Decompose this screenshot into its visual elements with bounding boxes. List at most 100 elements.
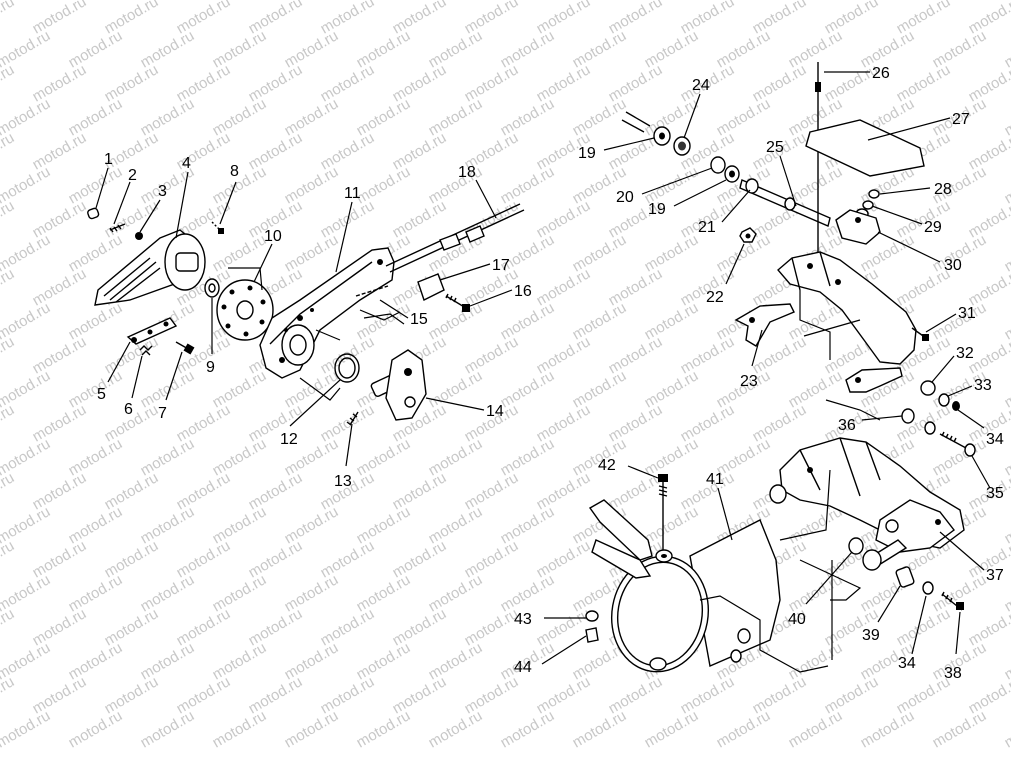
callout-42: 42: [598, 457, 659, 479]
watermark-text: motod.ru: [282, 707, 342, 751]
part-7-screw: [175, 341, 195, 355]
callout-36: 36: [838, 415, 903, 434]
part-4-lever: [94, 229, 206, 306]
part-13-pin: [346, 411, 359, 426]
svg-text:23: 23: [740, 373, 758, 390]
svg-text:28: 28: [934, 181, 952, 198]
svg-text:30: 30: [944, 257, 962, 274]
svg-text:43: 43: [514, 611, 532, 628]
watermark-text: motod.ru: [0, 537, 17, 581]
callout-22: 22: [706, 243, 745, 306]
part-35-screw: [939, 431, 976, 457]
svg-text:27: 27: [952, 111, 970, 128]
watermark-text: motod.ru: [0, 469, 17, 513]
right-lower-assembly: [585, 437, 965, 673]
part-40-link: [848, 537, 908, 571]
left-assembly: [87, 203, 525, 426]
part-18-cable: [385, 203, 525, 273]
part-43-washer: [585, 610, 599, 622]
svg-text:19: 19: [648, 201, 666, 218]
callout-30: 30: [877, 231, 962, 274]
callouts: 1 2 3 4 5 6 7 8 9 10 11 12 13 14 15 16 1…: [95, 65, 1004, 682]
part-1-cap: [87, 207, 100, 220]
callout-6: 6: [124, 355, 143, 418]
callout-27: 27: [867, 111, 970, 141]
part-26-rod: [815, 62, 821, 280]
part-25-shaft: [739, 178, 831, 227]
part-33-washer: [938, 393, 960, 411]
callout-17: 17: [439, 257, 510, 281]
part-19-bearing-upper: [621, 111, 671, 146]
part-31-screw: [911, 327, 929, 341]
watermark-text: motod.ru: [138, 707, 198, 751]
watermark-text: motod.ru: [0, 197, 17, 241]
part-24-seal: [673, 136, 691, 156]
svg-text:24: 24: [692, 77, 710, 94]
callout-12: 12: [280, 379, 341, 448]
callout-37: 37: [939, 531, 1004, 584]
watermark-text: motod.ru: [1002, 707, 1011, 751]
part-23-lever: [734, 303, 795, 347]
svg-text:6: 6: [124, 401, 133, 418]
part-36-bushing: [901, 408, 915, 424]
part-5-latch: [126, 317, 178, 345]
callout-44: 44: [514, 635, 587, 676]
watermark-text: motod.ru: [210, 707, 270, 751]
callout-31: 31: [925, 305, 976, 333]
callout-8: 8: [219, 163, 239, 225]
watermark-text: motod.ru: [0, 605, 17, 649]
svg-text:29: 29: [924, 219, 942, 236]
callout-2: 2: [113, 167, 137, 225]
callout-7: 7: [158, 351, 183, 422]
svg-text:10: 10: [264, 228, 282, 245]
callout-39: 39: [862, 585, 901, 644]
watermark-text: motod.ru: [0, 401, 17, 445]
part-34-washer-upper: [924, 421, 936, 435]
callout-28: 28: [879, 181, 952, 198]
watermark-text: motod.ru: [966, 673, 1011, 717]
svg-text:31: 31: [958, 305, 976, 322]
svg-text:32: 32: [956, 345, 974, 362]
watermark-text: motod.ru: [426, 707, 486, 751]
callout-29: 29: [871, 205, 942, 236]
callout-16: 16: [469, 283, 532, 307]
watermark-text: motod.ru: [786, 707, 846, 751]
svg-text:34: 34: [898, 655, 916, 672]
callout-35: 35: [971, 455, 1004, 502]
svg-text:42: 42: [598, 457, 616, 474]
watermark-text: motod.ru: [930, 707, 990, 751]
watermark-text: motod.ru: [498, 707, 558, 751]
part-6-spring: [139, 345, 153, 356]
part-37-lever: [875, 499, 955, 553]
svg-text:22: 22: [706, 289, 724, 306]
svg-text:26: 26: [872, 65, 890, 82]
callout-14: 14: [425, 397, 504, 420]
callout-40: 40: [788, 551, 853, 628]
callout-23: 23: [740, 329, 763, 390]
callout-10: 10: [253, 228, 282, 283]
upper-housing: [777, 251, 917, 365]
callout-5: 5: [97, 341, 131, 403]
part-27-plate: [805, 119, 925, 177]
watermark-text: motod.ru: [0, 265, 17, 309]
svg-text:3: 3: [158, 183, 167, 200]
watermark-text: motod.ru: [354, 707, 414, 751]
cam-arm: [845, 367, 903, 393]
svg-text:34: 34: [986, 431, 1004, 448]
part-38-screw: [941, 591, 964, 611]
part-41-drum: [610, 519, 781, 673]
part-16-screw: [445, 293, 470, 312]
svg-text:33: 33: [974, 377, 992, 394]
callout-21: 21: [698, 189, 751, 236]
right-upper-assembly: [621, 62, 976, 457]
svg-text:37: 37: [986, 567, 1004, 584]
watermark-text: motod.ru: [0, 129, 17, 173]
watermark-text: motod.ru: [0, 61, 17, 105]
callout-25: 25: [766, 139, 797, 207]
svg-text:18: 18: [458, 164, 476, 181]
callout-13: 13: [334, 423, 353, 490]
callout-1: 1: [95, 151, 113, 209]
svg-text:25: 25: [766, 139, 784, 156]
callout-26: 26: [824, 65, 890, 82]
part-17-plate: [417, 273, 445, 301]
